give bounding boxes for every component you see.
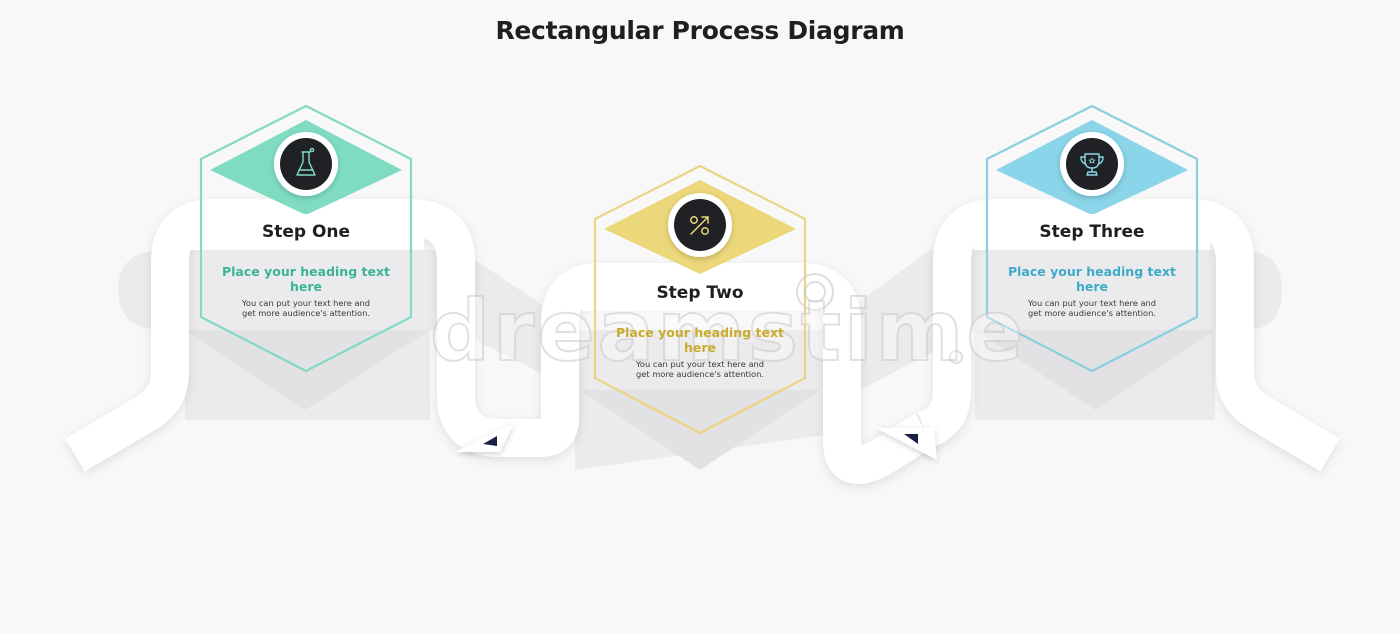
step-three-icon-circle xyxy=(1066,138,1118,190)
step-one-card xyxy=(188,104,424,373)
step-two-title: Step Two xyxy=(656,283,744,303)
step-one-title: Step One xyxy=(261,222,351,242)
trophy-icon xyxy=(1080,153,1104,176)
step-two-heading: Place your heading text here xyxy=(615,325,784,355)
step-three-title: Step Three xyxy=(1039,222,1145,242)
step-two-card xyxy=(582,164,818,435)
diagram-title: Rectangular Process Diagram xyxy=(495,16,905,45)
step-one-body: You can put your text here and get more … xyxy=(241,298,371,318)
step-one-hexagon-outline xyxy=(199,104,413,373)
percent-icon xyxy=(690,216,709,235)
step-three-heading: Place your heading text here xyxy=(1007,264,1176,294)
flask-icon xyxy=(296,147,316,176)
step-two-body: You can put your text here and get more … xyxy=(635,359,765,379)
arrow-accent-left xyxy=(455,423,514,452)
arrow-accent-right xyxy=(876,428,937,460)
step-two-hexagon-outline xyxy=(593,164,807,435)
step-three-body: You can put your text here and get more … xyxy=(1027,298,1157,318)
ribbon-shadow-band xyxy=(118,250,1282,470)
step-one-icon-circle xyxy=(280,138,332,190)
watermark-logo xyxy=(796,273,963,364)
step-three-card xyxy=(974,104,1210,373)
step-one-heading: Place your heading text here xyxy=(221,264,390,294)
step-three-hexagon-outline xyxy=(985,104,1199,373)
